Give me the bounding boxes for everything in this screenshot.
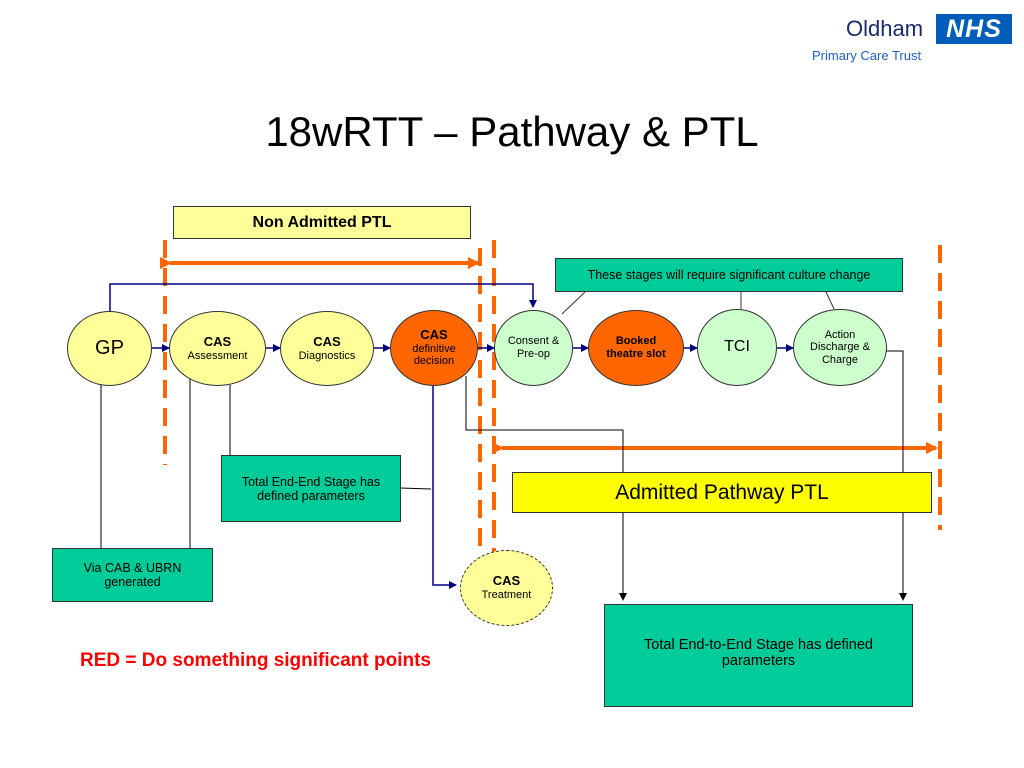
culture-change-label: These stages will require significant cu… — [555, 258, 903, 292]
node-cas-diagnostics: CAS Diagnostics — [280, 311, 374, 386]
decision-to-treatment-connector — [432, 385, 457, 589]
node-gp: GP — [67, 311, 152, 386]
node-cas-definitive-decision: CAS definitive decision — [390, 310, 478, 386]
stage-parameters-box: Total End-End Stage has defined paramete… — [221, 455, 401, 522]
node-booked-theatre-slot: Booked theatre slot — [588, 310, 684, 386]
red-significance-note: RED = Do something significant points — [80, 650, 431, 671]
action-to-params-connector — [885, 350, 907, 601]
org-name: Oldham — [846, 16, 924, 41]
via-cab-box: Via CAB & UBRN generated — [52, 548, 213, 602]
admitted-pathway-ptl-label: Admitted Pathway PTL — [512, 472, 932, 513]
org-subtitle: Primary Care Trust — [812, 48, 922, 63]
nhs-logo: NHS — [936, 14, 1012, 44]
node-cas-assessment: CAS Assessment — [169, 311, 266, 386]
decision-to-params-connector — [465, 376, 627, 601]
end-to-end-parameters-box: Total End-to-End Stage has defined param… — [604, 604, 913, 707]
gp-to-consent-connector — [109, 283, 537, 312]
page-title: 18wRTT – Pathway & PTL — [265, 108, 759, 155]
node-tci: TCI — [697, 309, 777, 386]
node-consent-pre-op: Consent & Pre-op — [494, 310, 573, 386]
non-admitted-ptl-label: Non Admitted PTL — [173, 206, 471, 239]
node-action-discharge-charge: Action Discharge & Charge — [793, 309, 887, 386]
node-cas-treatment: CAS Treatment — [460, 550, 553, 626]
